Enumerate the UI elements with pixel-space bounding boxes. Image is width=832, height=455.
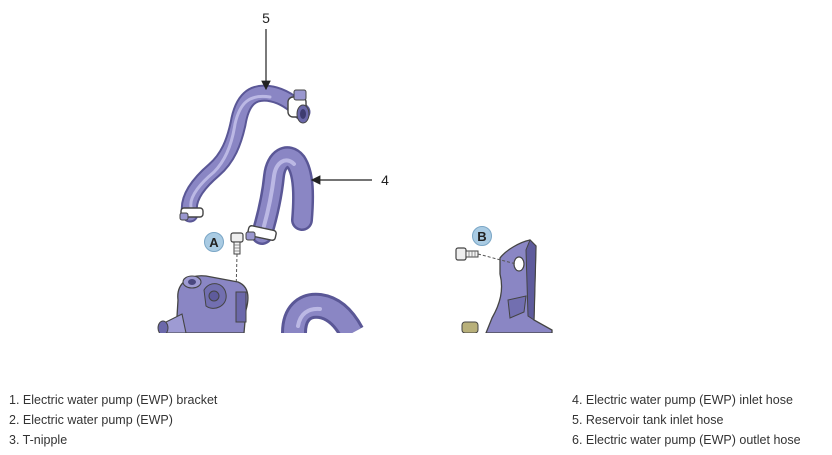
- ewp-outlet-hose: [281, 292, 364, 333]
- callout-4-number: 4: [381, 172, 389, 188]
- badge-b: B: [472, 226, 492, 246]
- legend-item-inlet-hose: 4. Electric water pump (EWP) inlet hose: [572, 393, 793, 407]
- bolt-b-leader: [477, 253, 517, 265]
- ewp-inlet-hose: [245, 146, 315, 245]
- legend-item-reservoir-hose: 5. Reservoir tank inlet hose: [572, 413, 724, 427]
- badge-a-label: A: [209, 235, 219, 250]
- bolt-b: [455, 247, 479, 261]
- legend-item-water-pump: 2. Electric water pump (EWP): [9, 413, 173, 427]
- bolt-a: [230, 232, 244, 255]
- legend-item-t-nipple: 3. T-nipple: [9, 433, 68, 447]
- legend-left: 1. Electric water pump (EWP) bracket 2. …: [9, 390, 217, 450]
- reservoir-tank-inlet-hose: [179, 84, 311, 223]
- callout-5-number: 5: [262, 10, 270, 26]
- ewp-bracket: [461, 239, 553, 333]
- legend-item-bracket: 1. Electric water pump (EWP) bracket: [9, 393, 218, 407]
- legend-right: 4. Electric water pump (EWP) inlet hose …: [572, 390, 801, 450]
- badge-a: A: [204, 232, 224, 252]
- electric-water-pump: [157, 275, 249, 333]
- badge-b-label: B: [477, 229, 486, 244]
- legend-item-outlet-hose: 6. Electric water pump (EWP) outlet hose: [572, 433, 801, 447]
- hose-clamp: [179, 207, 204, 221]
- hose-clamp: [245, 225, 277, 241]
- hose-clamp: [287, 89, 310, 124]
